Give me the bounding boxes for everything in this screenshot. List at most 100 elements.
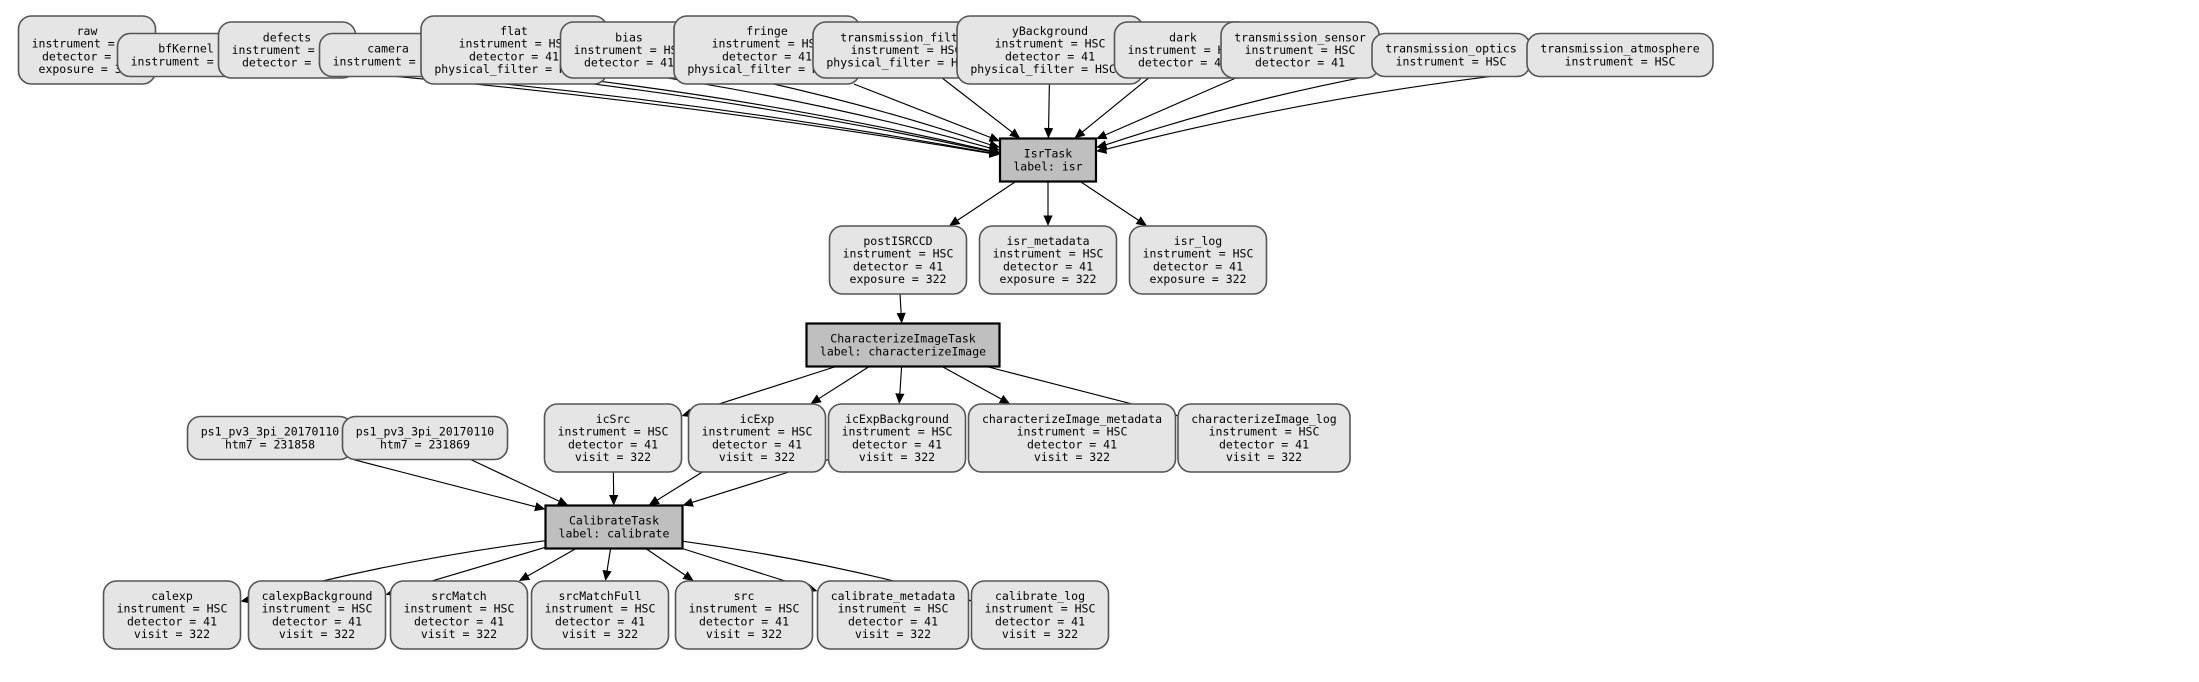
- node-dimension: label: calibrate: [559, 526, 670, 540]
- graph-edge: [1043, 181, 1053, 226]
- edge-arrowhead: [1096, 130, 1108, 140]
- node-dimension: detector = 41: [1153, 259, 1243, 273]
- node-dimension: instrument = HSC: [995, 37, 1106, 51]
- edge-line: [352, 458, 538, 508]
- node-dimension: exposure = 322: [850, 272, 947, 286]
- edge-arrowhead: [518, 571, 531, 581]
- node-dimension: instrument = HSC: [838, 602, 949, 616]
- dataset-box: [1526, 32, 1714, 78]
- node-dimension: htm7 = 231869: [380, 437, 470, 451]
- node-title: bias: [615, 30, 643, 44]
- node-dimension: instrument = HSC: [1565, 54, 1676, 68]
- node-dimension: exposure = 322: [1150, 272, 1247, 286]
- edge-line: [1047, 83, 1050, 131]
- node-dimension: detector = 41: [272, 614, 362, 628]
- node-title: calibrate_metadata: [831, 589, 956, 603]
- graph-edge: [470, 458, 569, 506]
- node-dimension: htm7 = 231858: [225, 437, 315, 451]
- node-dimension: detector = 41: [853, 259, 943, 273]
- edge-line: [655, 471, 703, 502]
- node-dimension: detector = 41: [1138, 56, 1228, 70]
- graph-edge: [1043, 83, 1054, 139]
- node-dimension: visit = 322: [1002, 627, 1078, 641]
- edge-arrowhead: [810, 394, 822, 404]
- node-title: characterizeImage_log: [1191, 412, 1336, 426]
- edge-arrowhead: [949, 216, 961, 226]
- node-title: srcMatch: [431, 589, 486, 603]
- node-title: dark: [1169, 30, 1197, 44]
- node-dimension: instrument = HSC: [333, 54, 444, 68]
- node-dimension: instrument = HSC: [851, 43, 962, 57]
- graph-edge: [645, 548, 694, 581]
- edge-line: [470, 458, 561, 503]
- node-dimension: instrument = HSC: [574, 43, 685, 57]
- node-dimension: detector = 41: [1027, 437, 1117, 451]
- dataset-box: [816, 580, 970, 650]
- node-dimension: detector = 41: [568, 437, 658, 451]
- node-dimension: instrument = HSC: [545, 602, 656, 616]
- node-dimension: detector = 41: [1003, 259, 1093, 273]
- node-title: ps1_pv3_3pi_20170110: [201, 425, 340, 439]
- edge-line: [1104, 71, 1528, 151]
- dataset-box: [1177, 403, 1351, 473]
- dataset-box: [530, 580, 670, 650]
- node-dimension: detector = 41: [1255, 56, 1345, 70]
- node-title: defects: [263, 30, 311, 44]
- dataset-box: [389, 580, 529, 650]
- dataset-box: [978, 225, 1118, 295]
- edge-arrowhead: [648, 496, 660, 506]
- edge-arrowhead: [895, 393, 905, 404]
- edge-arrowhead: [896, 312, 906, 324]
- node-dimension: instrument = HSC: [1017, 425, 1128, 439]
- node-dimension: visit = 322: [575, 450, 651, 464]
- dataset-box: [828, 225, 968, 295]
- edge-arrowhead: [1043, 127, 1054, 139]
- graph-edge: [1096, 77, 1237, 140]
- node-dimension: physical_filter = HSC-Y: [434, 62, 593, 76]
- node-dimension: instrument = HSC: [117, 602, 228, 616]
- edge-line: [955, 181, 1017, 222]
- dataset-box: [674, 580, 814, 650]
- node-dimension: visit = 322: [421, 627, 497, 641]
- node-dimension: detector = 41: [852, 437, 942, 451]
- node-title: transmission_filter: [840, 30, 972, 44]
- edge-line: [525, 547, 577, 578]
- node-title: transmission_sensor: [1234, 30, 1366, 44]
- node-dimension: detector = 41: [848, 614, 938, 628]
- edge-arrowhead: [1135, 216, 1147, 226]
- node-dimension: instrument = HSC: [712, 37, 823, 51]
- node-title: calibrate_log: [995, 589, 1085, 603]
- edge-arrowhead: [988, 133, 1000, 142]
- graph-edge: [518, 547, 577, 581]
- node-title: isr_log: [1174, 234, 1222, 248]
- node-dimension: instrument = HSC: [404, 602, 515, 616]
- edge-arrowhead: [534, 502, 546, 512]
